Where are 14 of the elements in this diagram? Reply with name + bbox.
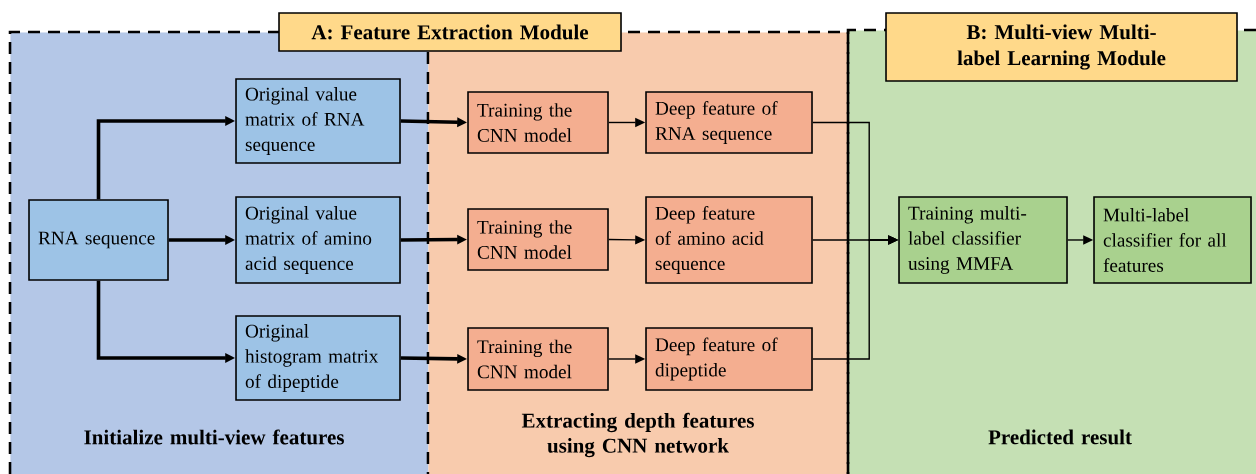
process-box: Training multi-label classifier using MMFA [898, 196, 1068, 284]
process-box: Original value matrix of amino acid sequence [235, 196, 401, 284]
process-box: Original value matrix of RNA sequence [235, 78, 401, 164]
process-box: Original histogram matrix of dipeptide [235, 315, 401, 401]
process-box: Deep feature of amino acid sequence [645, 196, 813, 284]
process-box: Deep feature of RNA sequence [645, 91, 813, 154]
module-title-box: A: Feature Extraction Module [278, 12, 622, 52]
process-box: RNA sequence [28, 199, 169, 281]
module-title-box: B: Multi-view Multi-label Learning Module [885, 12, 1238, 82]
process-box: Training the CNN model [467, 208, 609, 271]
process-box: Multi-label classifier for all features [1093, 196, 1252, 284]
process-box: Deep feature of dipeptide [645, 327, 813, 391]
process-box: Training the CNN model [467, 327, 609, 391]
process-box: Training the CNN model [467, 91, 609, 154]
